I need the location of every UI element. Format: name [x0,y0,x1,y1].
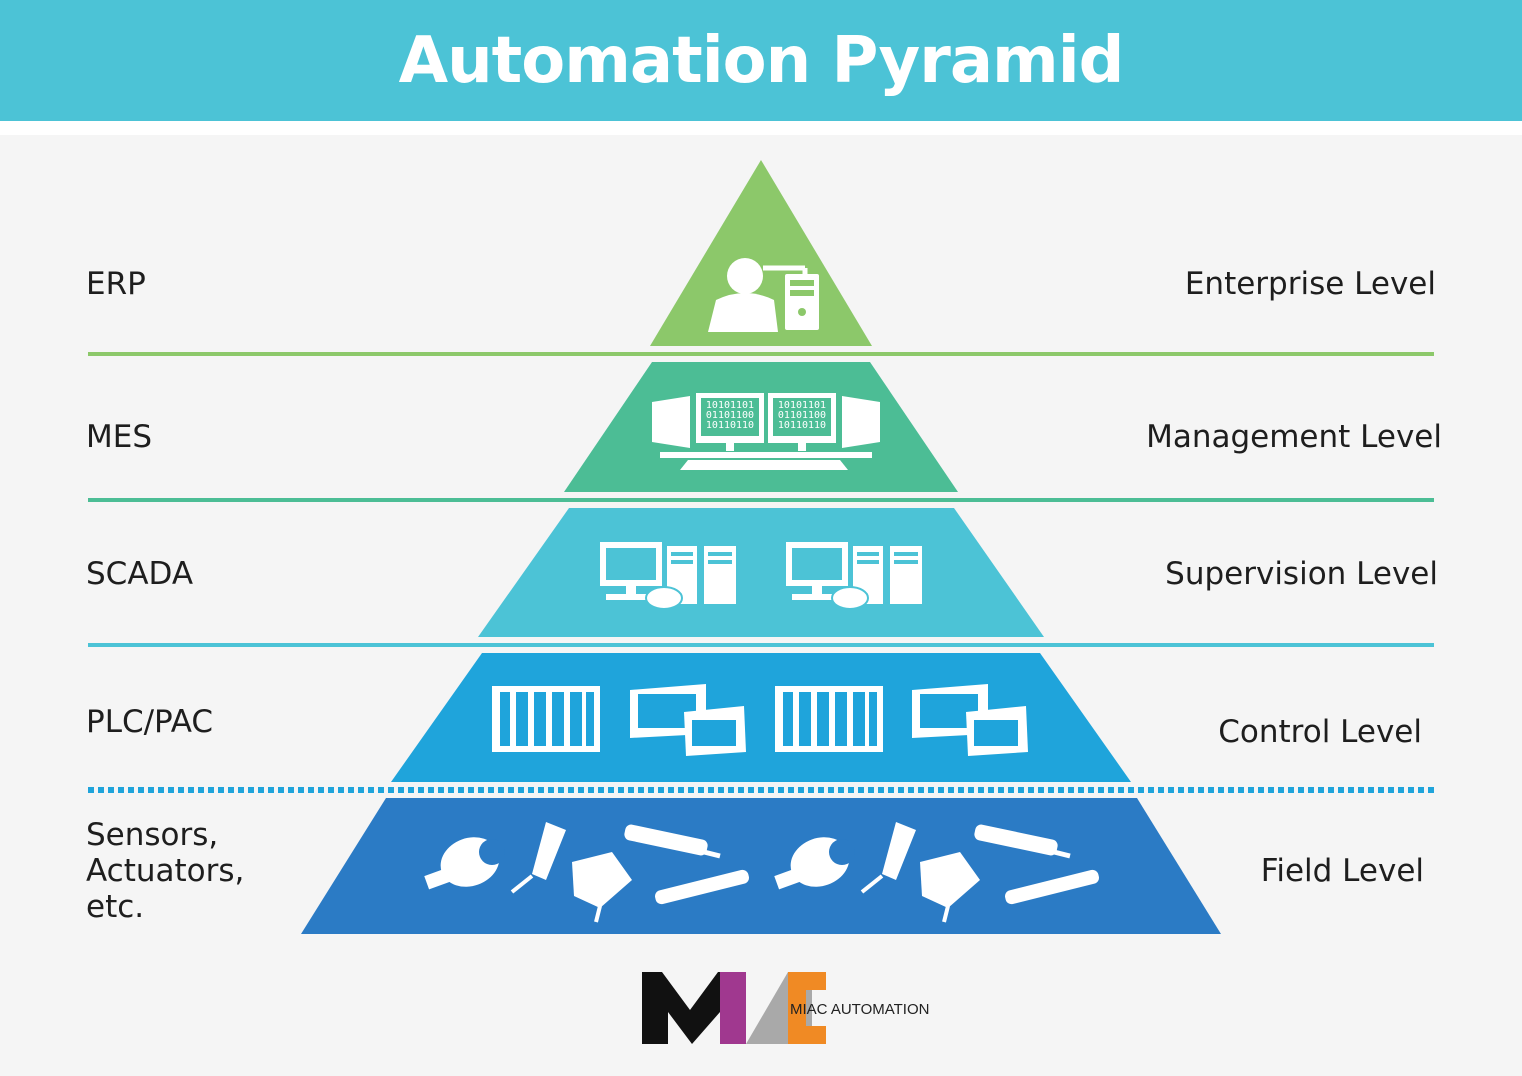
binary-text: 10110110 [706,420,754,431]
actuator-cylinder-icon [1005,869,1099,905]
computer-server-icon [786,542,922,610]
title-banner: Automation Pyramid [0,0,1522,121]
page-title: Automation Pyramid [398,23,1125,98]
level-label-field: Field Level [1260,853,1424,889]
logo-text: MIAC AUTOMATION [790,1001,930,1018]
valve-icon [572,852,632,923]
level-label-management: Management Level [1146,419,1442,455]
logo-purple-bar [720,972,746,1044]
binary-text: 10101101 [778,400,826,411]
binary-text: 01101100 [778,410,826,421]
motor-icon [774,837,855,890]
motor-icon [424,837,505,890]
level-label-supervision: Supervision Level [1165,556,1438,592]
binary-text: 10101101 [706,400,754,411]
binary-text: 01101100 [706,410,754,421]
tier-field [301,798,1221,934]
banner-divider [0,121,1522,135]
valve-icon [920,852,980,923]
actuator-cylinder-icon [974,824,1071,859]
user-computer-icon [708,258,819,332]
actuator-cylinder-icon [655,869,749,905]
computer-server-icon [600,542,736,610]
system-label-sensors-actuators: Sensors, Actuators, etc. [86,817,245,925]
system-label-plc-pac: PLC/PAC [86,704,214,740]
sensor-icon [860,822,916,894]
hmi-panel-icon [630,684,746,756]
level-label-enterprise: Enterprise Level [1184,266,1436,302]
miac-logo [642,972,826,1044]
binary-text: 10110110 [778,420,826,431]
tier-supervision [478,508,1044,637]
system-label-erp: ERP [86,266,146,302]
level-label-control: Control Level [1218,714,1422,750]
logo-orange-e [788,972,826,1044]
plc-rack-icon [492,686,600,752]
sensor-icon [510,822,566,894]
plc-rack-icon [775,686,883,752]
system-label-scada: SCADA [86,556,194,592]
hmi-panel-icon [912,684,1028,756]
workstation-monitors-icon: 10101101 01101100 10110110 10101101 0110… [652,393,880,470]
actuator-cylinder-icon [624,824,721,859]
system-label-mes: MES [86,419,153,455]
